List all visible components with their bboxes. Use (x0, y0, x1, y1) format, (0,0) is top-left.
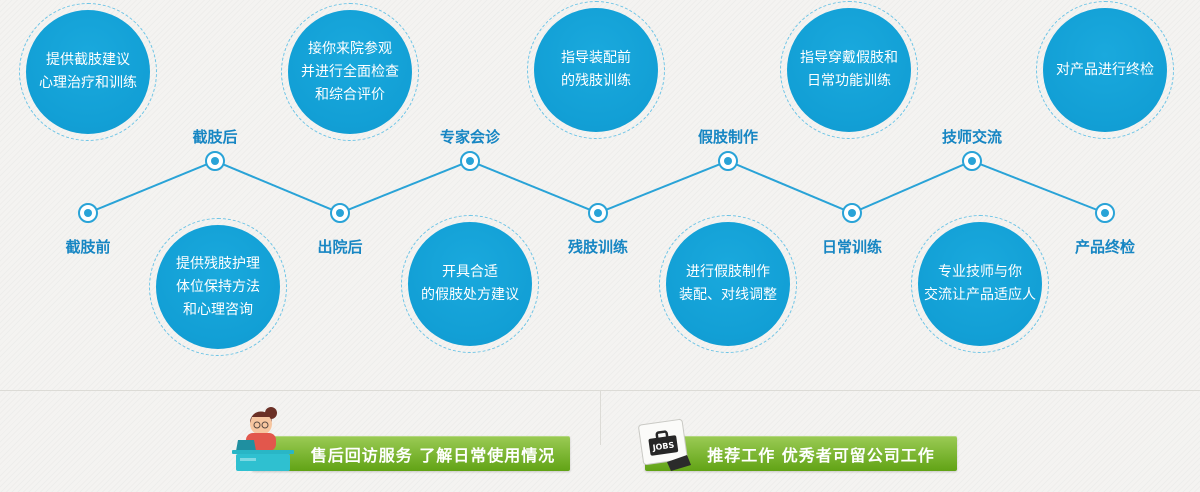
step-label-expert-consultation: 专家会诊 (439, 128, 500, 146)
bubble-text: 指导装配前 的残肢训练 (561, 50, 631, 89)
step-label-daily-training: 日常训练 (821, 238, 882, 256)
bubble-text: 对产品进行终检 (1056, 61, 1154, 78)
bubble-text: 提供残肢护理 体位保持方法 和心理咨询 (176, 255, 260, 318)
timeline-node-post-amputation (205, 151, 225, 171)
bubble-text: 开具合适 的假肢处方建议 (421, 264, 519, 303)
bubble-text: 接你来院参观 并进行全面检查 和综合评价 (301, 40, 399, 103)
bubble-wearing-function-training: 指导穿戴假肢和 日常功能训练 (780, 1, 918, 139)
bubble-prescription-advice: 开具合适 的假肢处方建议 (401, 215, 539, 353)
bubble-text: 提供截肢建议 心理治疗和训练 (39, 52, 137, 91)
aftercare-banner-button[interactable]: 售后回访服务 了解日常使用情况 (252, 436, 570, 471)
step-label-technician-exchange: 技师交流 (941, 128, 1002, 146)
timeline-node-pre-amputation (78, 203, 98, 223)
jobs-briefcase-icon: JOBS (638, 419, 691, 471)
step-label-post-discharge: 出院后 (317, 238, 363, 256)
jobs-badge-text: JOBS (651, 440, 675, 452)
bubble-final-product-inspection: 对产品进行终检 (1036, 1, 1174, 139)
timeline-node-residual-limb-training (588, 203, 608, 223)
step-label-pre-amputation: 截肢前 (65, 238, 111, 256)
timeline-node-daily-training (842, 203, 862, 223)
timeline-node-technician-exchange (962, 151, 982, 171)
jobs-banner-label: 推荐工作 优秀者可留公司工作 (707, 445, 935, 465)
bubble-hospital-visit-checkup: 接你来院参观 并进行全面检查 和综合评价 (281, 3, 419, 141)
bubble-text: 指导穿戴假肢和 日常功能训练 (800, 50, 898, 89)
timeline-node-prosthesis-making (718, 151, 738, 171)
aftercare-banner-label: 售后回访服务 了解日常使用情况 (310, 445, 556, 465)
bubble-residual-limb-care: 提供残肢护理 体位保持方法 和心理咨询 (149, 218, 287, 356)
vertical-divider (600, 391, 601, 445)
step-label-final-inspection: 产品终检 (1074, 238, 1135, 256)
timeline-node-final-inspection (1095, 203, 1115, 223)
step-label-residual-limb-training: 残肢训练 (567, 238, 628, 256)
receptionist-illustration (232, 407, 294, 471)
step-label-post-amputation: 截肢后 (192, 128, 238, 146)
bubble-pre-amputation-advice: 提供截肢建议 心理治疗和训练 (19, 3, 157, 141)
bubble-text: 专业技师与你 交流让产品适应人 (924, 264, 1036, 303)
timeline-node-expert-consultation (460, 151, 480, 171)
bubble-text: 进行假肢制作 装配、对线调整 (679, 264, 777, 303)
bubble-pre-assembly-training: 指导装配前 的残肢训练 (527, 1, 665, 139)
horizontal-divider (0, 390, 1200, 391)
bubble-prosthesis-fabrication: 进行假肢制作 装配、对线调整 (659, 215, 797, 353)
step-label-prosthesis-making: 假肢制作 (697, 128, 758, 146)
bubble-technician-communication: 专业技师与你 交流让产品适应人 (911, 215, 1049, 353)
timeline-node-post-discharge (330, 203, 350, 223)
jobs-banner-button[interactable]: 推荐工作 优秀者可留公司工作 (645, 436, 957, 471)
